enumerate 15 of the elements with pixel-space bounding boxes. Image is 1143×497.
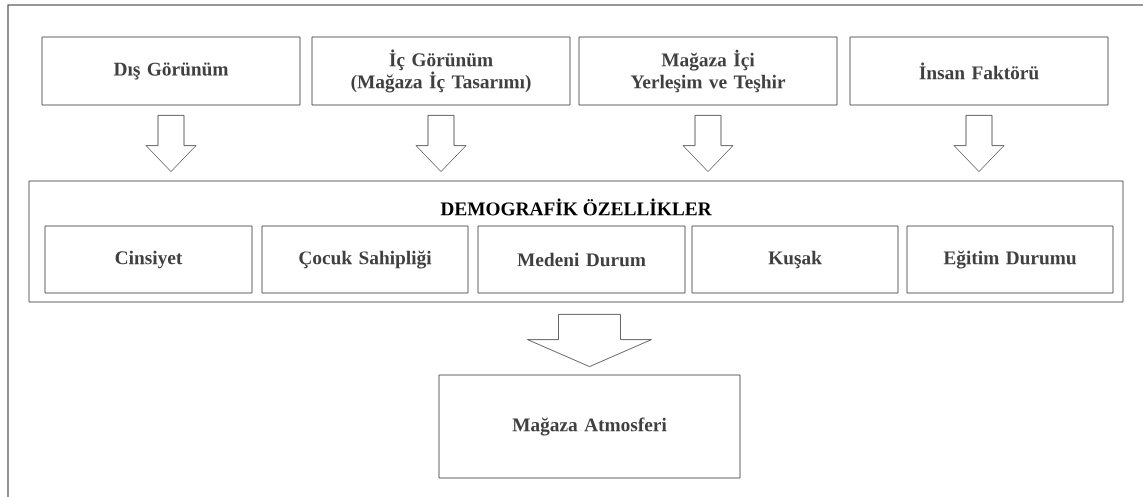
- process-box: Çocuk Sahipliği: [261, 225, 469, 294]
- process-box: Eğitim Durumu: [906, 225, 1114, 294]
- block-arrow: [527, 314, 652, 367]
- block-arrow: [682, 115, 734, 172]
- process-box: Kuşak: [691, 225, 899, 294]
- process-box: İç Görünüm (Mağaza İç Tasarımı): [311, 36, 571, 106]
- block-arrow: [415, 115, 467, 172]
- process-box: Mağaza İçi Yerleşim ve Teşhir: [578, 36, 838, 106]
- process-box: Dış Görünüm: [41, 36, 301, 106]
- process-box: Cinsiyet: [44, 225, 253, 294]
- process-box: Medeni Durum: [477, 225, 686, 294]
- process-box: İnsan Faktörü: [849, 36, 1109, 106]
- result-box: Mağaza Atmosferi: [438, 374, 741, 479]
- block-arrow: [145, 115, 197, 172]
- block-arrow: [953, 115, 1005, 172]
